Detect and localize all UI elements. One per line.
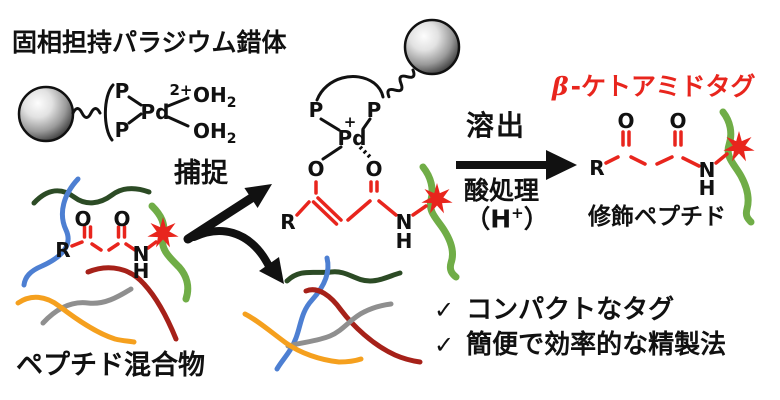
ketoamide-tag-structure-left	[70, 225, 158, 252]
checklist-item: ✓ 簡便で効率的な精製法	[434, 332, 726, 358]
capture-label: 捕捉	[174, 158, 228, 189]
atom-pd: Pd	[141, 100, 170, 124]
acid-close: ）	[523, 204, 549, 234]
acid-treatment-label: 酸処理	[464, 176, 540, 205]
tagged-peptide-line-product	[719, 108, 755, 226]
checklist-item: ✓ コンパクトなタグ	[434, 297, 726, 323]
resin-bead	[17, 85, 75, 143]
elution-label: 溶出	[466, 109, 527, 142]
atom-p: P	[309, 98, 324, 122]
atom-o: O	[74, 207, 91, 231]
ligand-oh2: OH2	[193, 119, 237, 147]
atom-p: P	[367, 98, 382, 122]
tag-star-icon	[421, 183, 453, 214]
atom-o: O	[113, 207, 130, 231]
left-tag-atoms: R O O N H	[55, 207, 149, 283]
elution-arrow	[456, 150, 577, 180]
ligand-oh2: OH2	[193, 83, 237, 111]
product-atoms: R O O N H	[589, 109, 715, 200]
peptide-line-darkred	[303, 287, 423, 365]
peptide-line-darkgreen	[31, 186, 152, 206]
capture-arrowhead-down	[259, 257, 284, 284]
peptide-line-gray	[285, 301, 394, 349]
captured-complex-atoms: P P Pd + O O R N H	[280, 98, 412, 253]
peptide-line-blue	[274, 255, 331, 372]
capture-arrowhead-up	[244, 184, 272, 208]
atom-oh: OH	[193, 83, 227, 107]
checklist-item-text: 簡便で効率的な精製法	[466, 330, 727, 360]
atom-p: P	[115, 118, 130, 142]
captured-complex-black-bonds	[315, 68, 416, 161]
peptide-line-blue	[21, 176, 81, 288]
peptide-mixture-left	[15, 176, 192, 345]
atom-r: R	[589, 156, 604, 180]
tagged-peptide-line	[148, 202, 192, 303]
atom-pd: Pd	[338, 126, 367, 150]
atom-r: R	[55, 238, 70, 262]
peptide-line-darkgreen	[284, 269, 403, 284]
atom-r: R	[280, 210, 295, 234]
bound-enolate-structure	[295, 180, 428, 226]
peptide-line-orange	[242, 311, 364, 365]
modified-peptide-label: 修飾ペプチド	[588, 204, 726, 230]
checklist-item-text: コンパクトなタグ	[466, 295, 675, 325]
atom-o: O	[669, 109, 686, 133]
free-pd-complex-atoms: P P Pd 2+ OH2 OH2	[115, 79, 237, 147]
acid-formula: （H+）	[462, 204, 552, 234]
charge-2plus: 2+	[169, 81, 192, 99]
check-icon: ✓	[434, 296, 455, 324]
peptide-line-darkred	[85, 265, 179, 342]
atom-n: N	[133, 242, 150, 266]
elution-arrowhead	[546, 150, 577, 180]
atom-n: N	[396, 210, 413, 234]
atom-oh: OH	[193, 119, 227, 143]
tagged-peptide-line-captured	[419, 163, 460, 281]
beta-symbol: β	[552, 72, 569, 101]
atom-o: O	[307, 157, 324, 181]
atom-n: N	[699, 158, 716, 182]
chelate-bracket	[103, 83, 115, 142]
atom-h: H	[396, 229, 413, 253]
ketoamide-tag-structure-product	[604, 130, 729, 168]
sub-two: 2	[227, 95, 237, 111]
atom-o: O	[617, 109, 634, 133]
ketoamide-tag-title: β-ケトアミドタグ	[552, 74, 756, 99]
dative-bond-hashed	[358, 145, 373, 160]
atom-o: O	[365, 157, 382, 181]
benefits-checklist: ✓ コンパクトなタグ ✓ 簡便で効率的な精製法	[434, 297, 726, 367]
sub-two: 2	[227, 131, 237, 147]
support-complex-title: 固相担持パラジウム錯体	[12, 28, 287, 57]
resin-bead	[403, 18, 461, 76]
linker-squiggle	[386, 68, 416, 99]
atom-p: P	[115, 79, 130, 103]
acid-charge: +	[511, 204, 524, 222]
capture-arrows	[183, 184, 284, 284]
tag-title-rest: -ケトアミドタグ	[570, 72, 756, 101]
peptide-mixture-label: ペプチド混合物	[16, 350, 205, 381]
check-icon: ✓	[434, 331, 455, 359]
atom-h: H	[699, 176, 716, 200]
linker-squiggle	[71, 107, 102, 119]
peptide-line-gray	[40, 286, 134, 326]
acid-open: （H	[465, 204, 512, 234]
peptide-mixture-remaining	[242, 255, 423, 372]
atom-h: H	[133, 259, 150, 283]
free-pd-complex-bonds	[71, 83, 190, 142]
charge-plus: +	[344, 113, 357, 131]
chelate-arc	[315, 75, 385, 102]
peptide-line-orange	[15, 294, 137, 345]
